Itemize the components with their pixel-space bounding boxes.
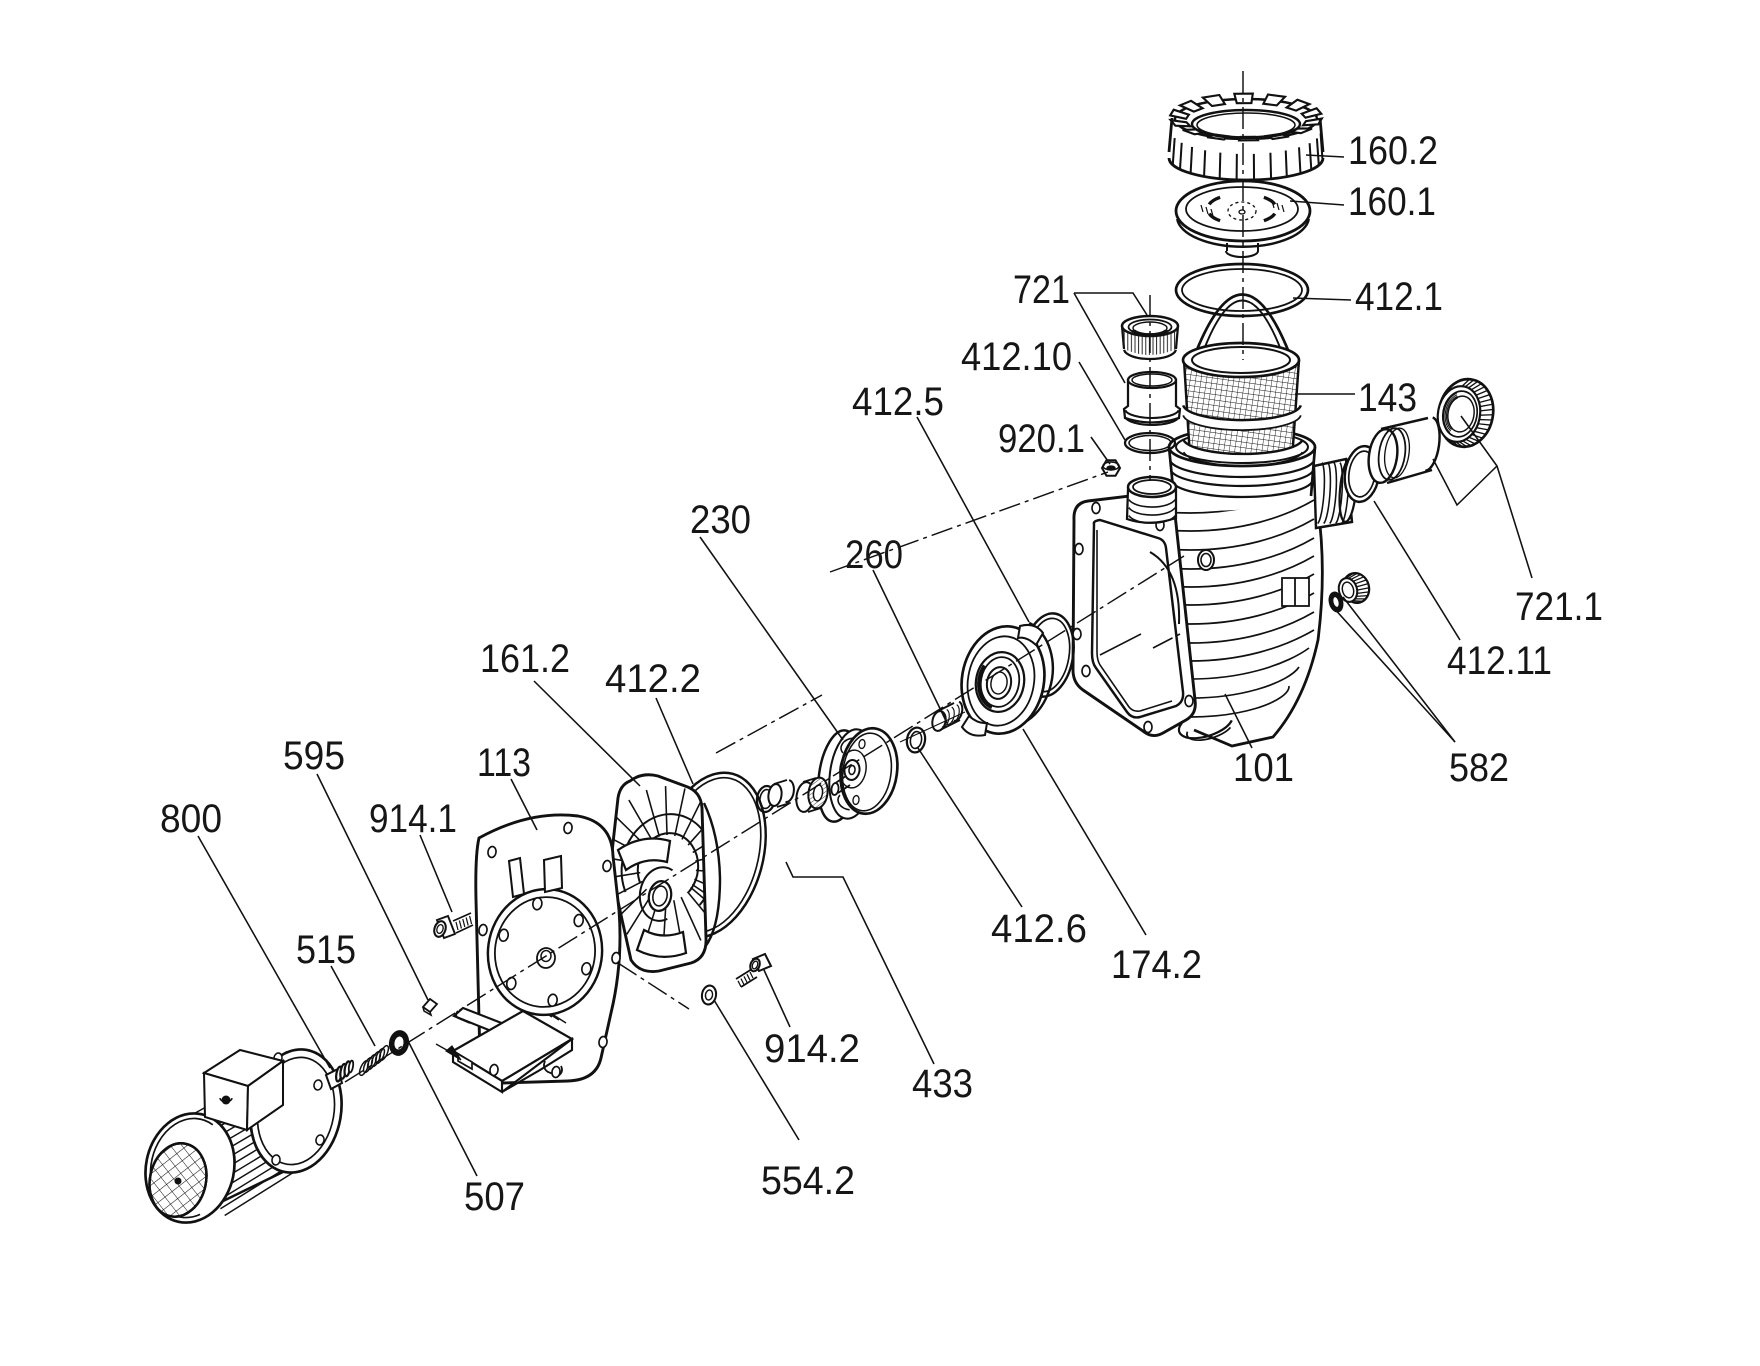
svg-text:515: 515: [296, 928, 356, 972]
svg-text:161.2: 161.2: [480, 637, 570, 681]
svg-text:260: 260: [845, 533, 903, 577]
svg-text:143: 143: [1358, 376, 1417, 420]
svg-text:595: 595: [283, 734, 345, 778]
svg-text:507: 507: [464, 1175, 525, 1219]
svg-text:160.2: 160.2: [1348, 129, 1438, 173]
svg-text:412.1: 412.1: [1355, 275, 1443, 319]
svg-text:554.2: 554.2: [761, 1159, 855, 1203]
svg-text:920.1: 920.1: [998, 417, 1085, 461]
svg-text:412.2: 412.2: [605, 657, 701, 701]
svg-text:412.6: 412.6: [991, 907, 1087, 951]
svg-text:433: 433: [912, 1062, 973, 1106]
svg-text:721.1: 721.1: [1515, 585, 1603, 629]
svg-text:113: 113: [477, 741, 531, 785]
svg-text:800: 800: [160, 797, 222, 841]
svg-text:412.11: 412.11: [1447, 639, 1552, 683]
svg-text:721: 721: [1013, 268, 1070, 312]
svg-text:412.10: 412.10: [961, 335, 1072, 379]
svg-text:412.5: 412.5: [852, 380, 944, 424]
svg-text:914.1: 914.1: [369, 797, 457, 841]
svg-text:174.2: 174.2: [1111, 943, 1202, 987]
svg-text:160.1: 160.1: [1348, 180, 1436, 224]
svg-text:230: 230: [690, 498, 751, 542]
svg-text:101: 101: [1233, 746, 1294, 790]
svg-text:914.2: 914.2: [764, 1027, 860, 1071]
svg-text:582: 582: [1449, 746, 1509, 790]
